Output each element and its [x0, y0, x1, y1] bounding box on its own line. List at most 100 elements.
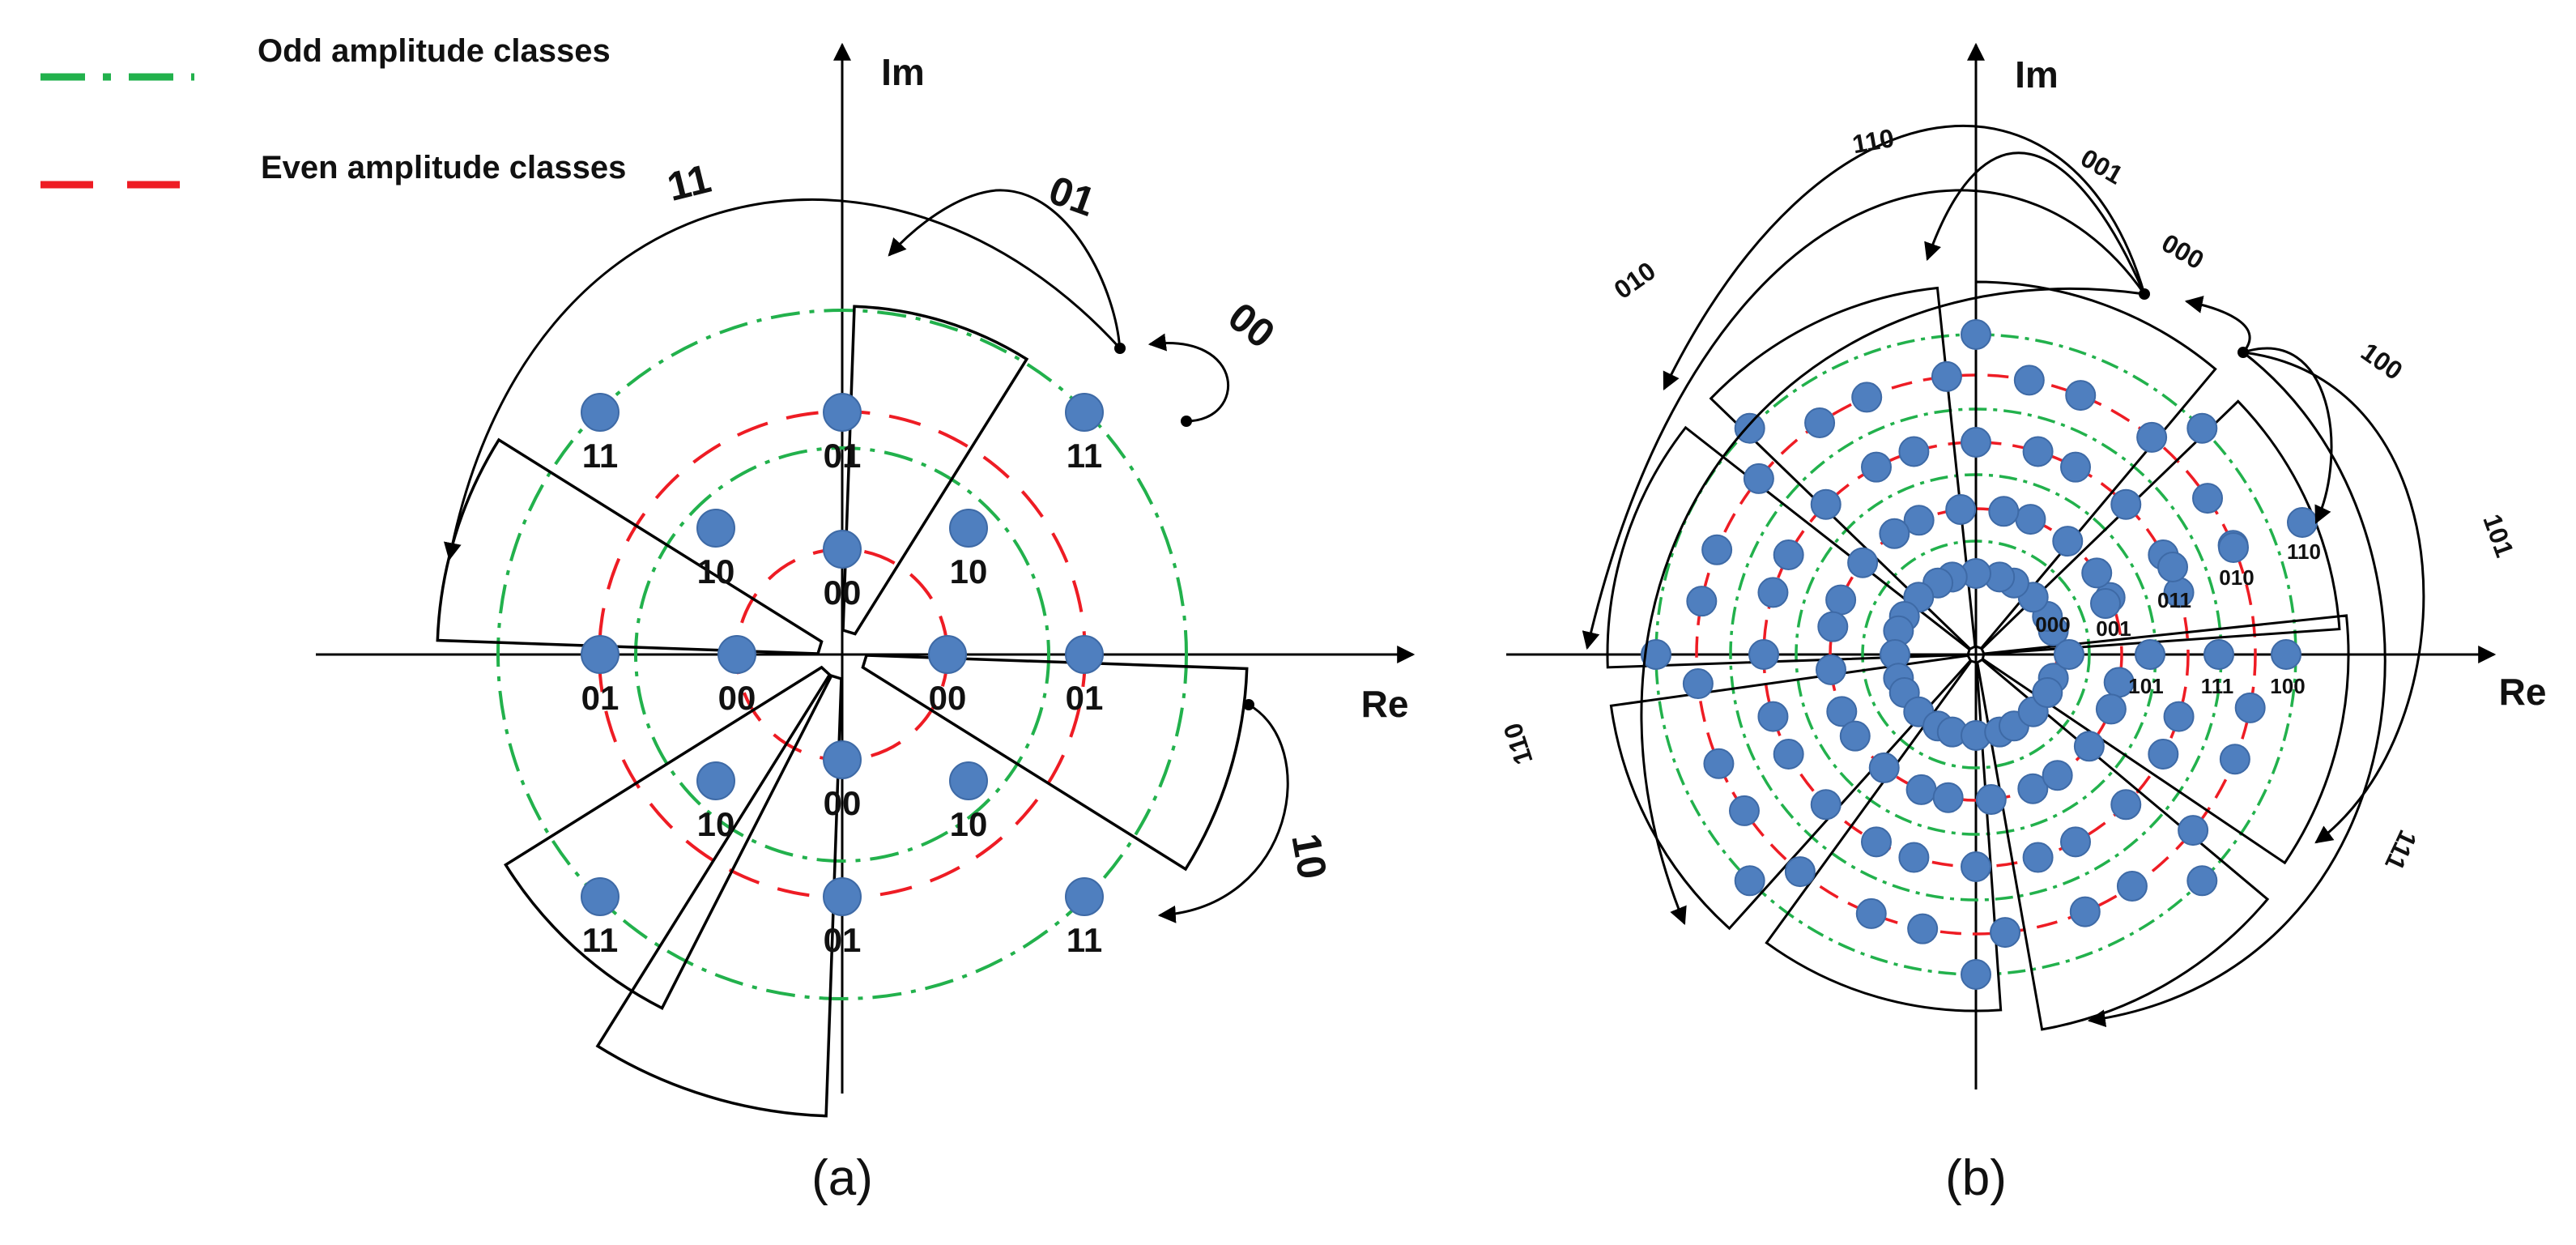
constellation-point: [1860, 451, 1892, 483]
constellation-point: [2060, 826, 2092, 858]
point-label: 11: [582, 921, 618, 959]
constellation-point: [2069, 896, 2101, 927]
constellation-point: [581, 393, 620, 432]
constellation-point: [823, 877, 862, 916]
point-label: 111: [2201, 674, 2234, 698]
constellation-point: [1810, 789, 1842, 821]
constellation-point: [2186, 412, 2218, 444]
constellation-point: [1682, 668, 1714, 700]
constellation-point: [1825, 584, 1857, 616]
arrow-label-11: 11: [662, 156, 715, 210]
sector-1: [841, 305, 1029, 636]
point-label: 001: [2096, 616, 2131, 641]
sector-2: [861, 654, 1249, 872]
sector-8: [1981, 614, 2350, 865]
constellation-point: [1961, 959, 1991, 990]
sector-1: [1980, 399, 2341, 655]
arrow-111: [2087, 351, 2387, 1028]
arrow-label-01: 01: [1043, 167, 1101, 225]
constellation-point: [2234, 692, 2266, 723]
constellation-point: [1826, 696, 1858, 727]
constellation-point: [2054, 639, 2084, 670]
constellation-point: [2219, 744, 2250, 775]
constellation-point: [1817, 611, 1849, 642]
arrow-label-101: 101: [2477, 510, 2519, 561]
constellation-point: [1898, 436, 1930, 467]
point-label: 11: [1067, 437, 1102, 475]
arrow-label-10: 10: [1283, 830, 1335, 883]
constellation-point: [1855, 898, 1887, 929]
arrow-11: [888, 189, 1122, 353]
constellation-point: [1975, 784, 2007, 816]
im-axis-label: Im: [2015, 53, 2059, 96]
constellation-point: [696, 761, 735, 800]
arrow-origin-dot: [1181, 416, 1192, 427]
constellation-point: [1748, 639, 1779, 670]
arrow-100: [2242, 347, 2333, 524]
panel-b-caption: (b): [1945, 1150, 2007, 1206]
point-label: 011: [2157, 588, 2191, 612]
constellation-point: [1868, 752, 1900, 783]
constellation-point: [1743, 463, 1774, 494]
constellation-point: [2186, 865, 2218, 897]
constellation-point: [1784, 856, 1816, 888]
constellation-point: [928, 635, 967, 674]
constellation-point: [2203, 639, 2234, 670]
constellation-point: [2135, 639, 2165, 670]
constellation-point: [1961, 851, 1991, 882]
constellation-point: [2116, 871, 2148, 902]
constellation-point: [2015, 504, 2046, 535]
constellation-point: [823, 740, 862, 779]
sector-3: [595, 673, 843, 1118]
arrow-01: [443, 198, 1122, 561]
point-label: 00: [824, 784, 862, 822]
constellation-point: [2136, 421, 2168, 453]
point-label: 01: [824, 921, 862, 959]
arrow-00: [1147, 333, 1230, 423]
point-label: 101: [2128, 674, 2163, 698]
constellation-point: [2022, 436, 2054, 467]
legend-even-label: Even amplitude classes: [261, 150, 626, 185]
arrow-origin-dot: [2139, 288, 2150, 300]
constellation-point: [2095, 693, 2127, 725]
point-label: 11: [582, 437, 618, 475]
point-label: 01: [581, 679, 620, 717]
point-label: 00: [929, 679, 967, 717]
point-label: 00: [718, 679, 756, 717]
constellation-point: [1734, 412, 1765, 444]
point-label: 01: [1066, 679, 1104, 717]
constellation-point: [1065, 877, 1104, 916]
constellation-point: [2157, 552, 2188, 582]
constellation-point: [2090, 588, 2121, 619]
constellation-point: [823, 530, 862, 569]
constellation-point: [2060, 451, 2092, 483]
constellation-point: [1860, 826, 1892, 858]
arrow-110-top: [1924, 151, 2146, 295]
constellation-point: [1757, 701, 1789, 732]
point-label: 110: [2287, 539, 2321, 564]
constellation-point: [1839, 720, 1871, 752]
constellation-point: [1932, 782, 1964, 813]
point-label: 01: [824, 437, 862, 475]
arrow-origin-dot: [1114, 343, 1126, 354]
point-label: 10: [950, 805, 988, 843]
re-axis-label: Re: [2499, 671, 2547, 713]
constellation-point: [2192, 483, 2224, 514]
arrow-110-left: [1640, 288, 2145, 926]
arrow-label-000: 000: [2157, 228, 2208, 275]
amplitude-ring-2: [634, 446, 1050, 863]
arrow-010: [1582, 189, 2146, 650]
constellation-point: [823, 393, 862, 432]
constellation-point: [2052, 526, 2084, 557]
constellation-point: [2148, 739, 2179, 770]
constellation-point: [2178, 815, 2209, 846]
constellation-point: [1851, 382, 1883, 413]
constellation-point: [1641, 639, 1671, 670]
constellation-point: [1734, 865, 1765, 897]
constellation-point: [2218, 532, 2249, 563]
constellation-point: [1804, 407, 1836, 438]
arrow-101: [2242, 351, 2425, 844]
sector-4: [436, 437, 824, 655]
